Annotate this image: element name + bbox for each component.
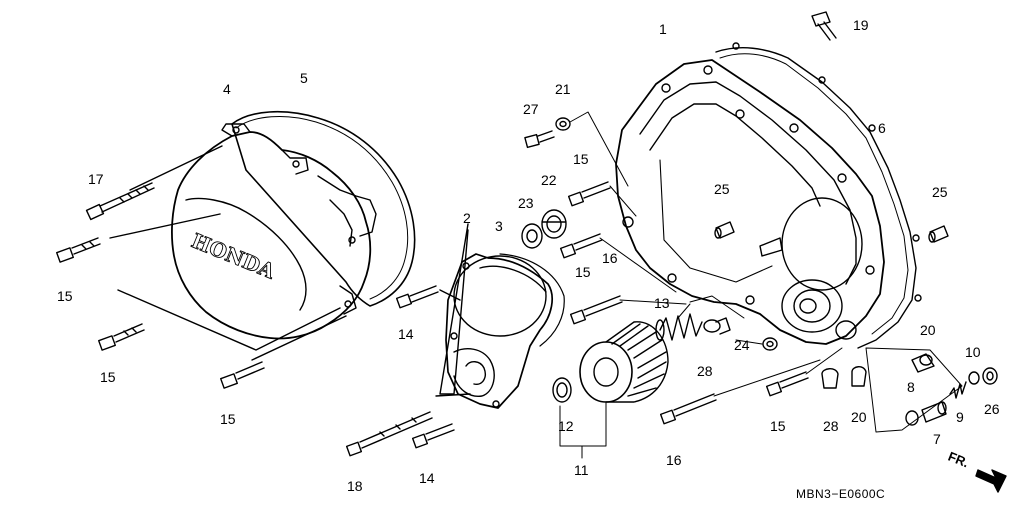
plug-28-b: [821, 368, 839, 389]
part-label-25-a: 25: [714, 181, 730, 197]
washer-21: [555, 117, 571, 131]
water-pump-cover: [445, 253, 553, 409]
part-label-28-b: 28: [823, 418, 839, 434]
bolt-15-d: [567, 181, 611, 207]
plug-28-a: [703, 317, 731, 335]
bolt-15-f: [765, 371, 809, 397]
bolt-15-e: [559, 233, 603, 259]
part-label-3: 3: [495, 218, 503, 234]
bearing-22: [541, 209, 567, 239]
part-label-24: 24: [734, 337, 750, 353]
dowel-25-b: [928, 225, 949, 243]
part-label-5: 5: [300, 70, 308, 86]
washer-10: [968, 371, 980, 385]
clutch-cover: [171, 131, 372, 340]
part-label-16-a: 16: [602, 250, 618, 266]
part-label-15-e: 15: [575, 264, 591, 280]
bolt-14-a: [395, 285, 439, 309]
bolt-16-a: [569, 295, 623, 325]
part-label-27: 27: [523, 101, 539, 117]
part-label-9: 9: [956, 409, 964, 425]
spring-9: [949, 381, 967, 399]
part-label-20-b: 20: [851, 409, 867, 425]
part-label-2: 2: [463, 210, 471, 226]
bolt-18: [345, 411, 433, 457]
part-label-15-c: 15: [220, 411, 236, 427]
clutch-cover-gasket: [231, 110, 416, 307]
spring-13: [655, 313, 703, 341]
part-label-15-f: 15: [770, 418, 786, 434]
washer-24: [762, 337, 778, 351]
part-label-13: 13: [654, 295, 670, 311]
part-label-12: 12: [558, 418, 574, 434]
bolt-15-b: [98, 323, 145, 351]
bolt-15-a: [56, 237, 101, 263]
front-direction-arrow: [975, 469, 1007, 493]
part-label-15-d: 15: [573, 151, 589, 167]
part-label-26: 26: [984, 401, 1000, 417]
bolt-16-b: [659, 393, 717, 425]
part-label-15-a: 15: [57, 288, 73, 304]
part-label-8: 8: [907, 379, 915, 395]
plunger-7: [921, 401, 947, 423]
diagram-code: MBN3−E0600C: [796, 487, 886, 501]
dowel-25-a: [714, 221, 735, 239]
part-label-10: 10: [965, 344, 981, 360]
part-label-14-b: 14: [419, 470, 435, 486]
oil-filter: [579, 321, 669, 403]
part-label-14-a: 14: [398, 326, 414, 342]
part-label-17: 17: [88, 171, 104, 187]
part-label-20-a: 20: [920, 322, 936, 338]
part-label-7: 7: [933, 431, 941, 447]
part-label-4: 4: [223, 81, 231, 97]
part-label-1: 1: [659, 21, 667, 37]
plug-20-a: [911, 353, 935, 373]
part-label-15-b: 15: [100, 369, 116, 385]
bolt-15-c: [220, 361, 265, 389]
part-label-25-b: 25: [932, 184, 948, 200]
part-label-18: 18: [347, 478, 363, 494]
part-label-19: 19: [853, 17, 869, 33]
part-label-23: 23: [518, 195, 534, 211]
part-label-6: 6: [878, 120, 886, 136]
bolt-14-b: [411, 423, 455, 449]
part-label-11: 11: [574, 462, 589, 478]
seal-23: [521, 223, 543, 249]
right-crankcase-cover: [615, 59, 885, 345]
plug-20-b: [851, 366, 867, 387]
part-label-28-a: 28: [697, 363, 713, 379]
part-label-22: 22: [541, 172, 557, 188]
bolt-17: [85, 182, 155, 221]
bolt-27: [524, 130, 555, 149]
o-ring-12: [552, 377, 572, 403]
part-label-21: 21: [555, 81, 571, 97]
honda-brand-mark: HONDA: [188, 228, 279, 283]
bolt-19: [811, 11, 837, 41]
cap-26: [982, 367, 998, 385]
part-label-16-b: 16: [666, 452, 682, 468]
